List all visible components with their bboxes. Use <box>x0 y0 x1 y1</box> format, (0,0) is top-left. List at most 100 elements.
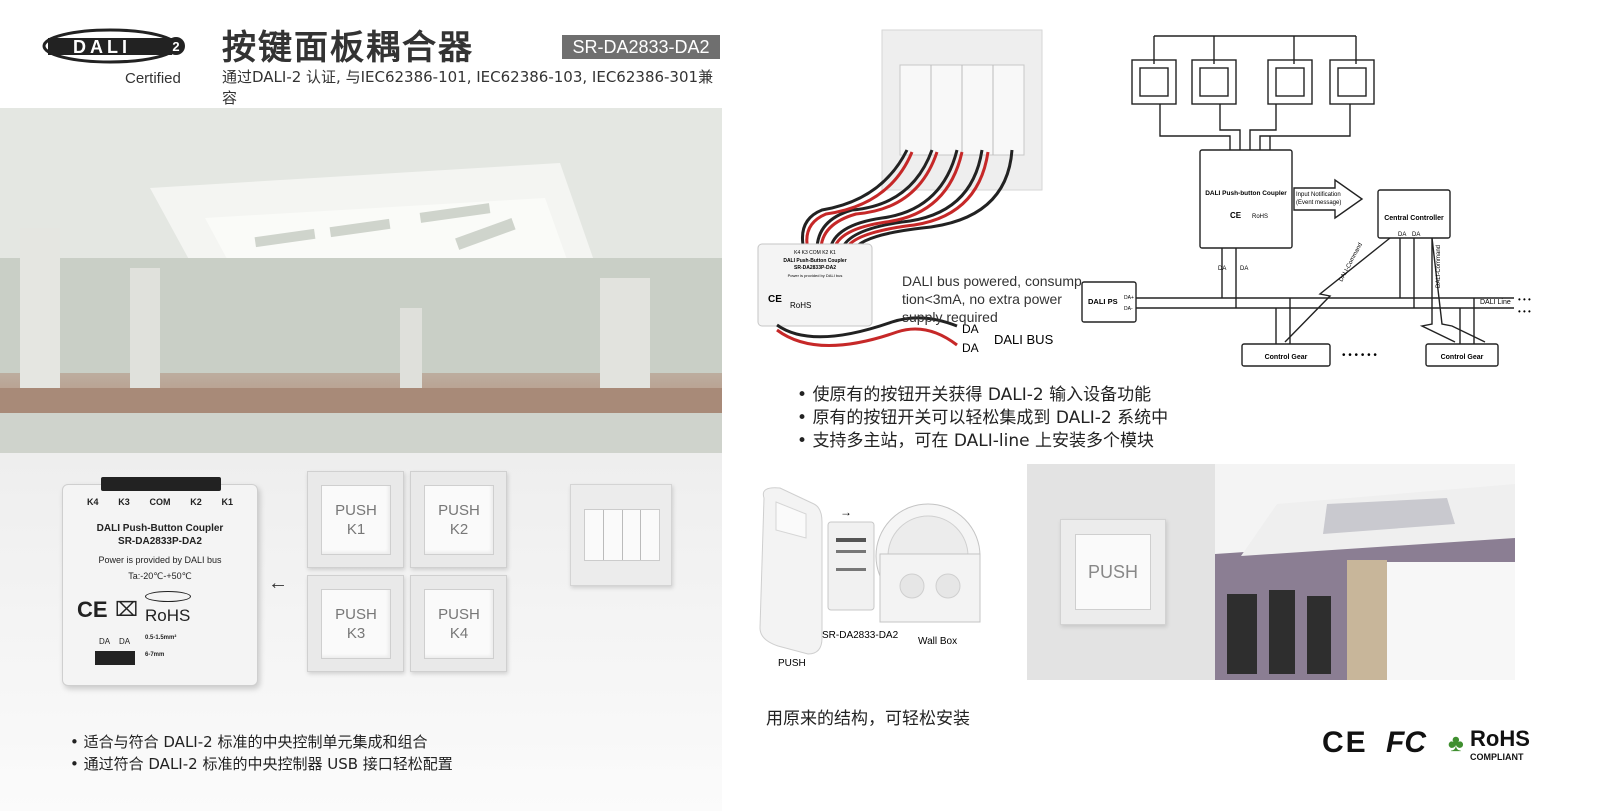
input-notification-line-1: Input Notification <box>1296 192 1341 198</box>
small-ce-mark: CE <box>768 294 782 305</box>
push-key-k4: PUSH K4 <box>410 575 507 672</box>
push-key-label: PUSH <box>335 606 377 623</box>
terminal-com: COM <box>149 497 171 507</box>
bus-note-line: supply required <box>902 309 998 325</box>
push-key-id: K2 <box>449 521 469 538</box>
more-gear-ellipsis: • • • • • • <box>1342 350 1377 361</box>
push-key-id: K3 <box>346 625 366 642</box>
push-key-id: K4 <box>449 625 469 642</box>
coupler-da-1: DA <box>1218 266 1226 272</box>
weee-bin-icon: ⌧ <box>115 599 139 621</box>
ps-da-minus: DA- <box>1124 306 1133 312</box>
right-arrow-icon: → <box>840 505 852 519</box>
rohs-mark: RoHS <box>145 606 191 625</box>
room-push-key: PUSH <box>1075 534 1151 610</box>
da-wire-label-2: DA <box>962 341 979 355</box>
terminal-k3: K3 <box>118 497 130 507</box>
module-power-note: Power is provided by DALI bus <box>98 555 222 565</box>
dali-mini-logo <box>145 591 191 602</box>
install-wall-box-label: Wall Box <box>918 636 957 647</box>
cc-da-1: DA <box>1398 232 1406 238</box>
certified-label: Certified <box>125 70 181 87</box>
push-key-id: K1 <box>346 521 366 538</box>
fc-certification-mark: FC <box>1386 726 1426 759</box>
wire-spec-1: 0.5-1.5mm² <box>145 635 177 641</box>
push-button-coupler-module: K4 K3 COM K2 K1 DALI Push-Button Coupler… <box>62 477 258 686</box>
bus-note-line: tion<3mA, no extra power <box>902 291 1062 307</box>
four-gang-switch-thumbnail <box>570 484 672 586</box>
right-feature-item: • 使原有的按钮开关获得 DALI-2 输入设备功能 <box>797 385 1152 405</box>
right-feature-text: 支持多主站，可在 DALI-line 上安装多个模块 <box>812 431 1154 451</box>
wall-box <box>879 553 981 623</box>
terminal-labels: K4 K3 COM K2 K1 <box>87 497 233 507</box>
da-wire-label-1: DA <box>962 322 979 336</box>
small-coupler-module <box>757 243 873 327</box>
push-key-label: PUSH <box>438 502 480 519</box>
input-notification-line-2: (Event message) <box>1296 200 1341 206</box>
bottom-terminal-block <box>95 651 135 665</box>
rohs-compliant-label: COMPLIANT <box>1470 752 1524 762</box>
push-key-k1: PUSH K1 <box>307 471 404 568</box>
left-page: DALI 2 Certified 按键面板耦合器 SR-DA2833-DA2 通… <box>0 0 722 811</box>
dali-command-label-2: DALI-Command <box>1436 245 1442 288</box>
terminal-k2: K2 <box>190 497 202 507</box>
line-continue-icon: • • • <box>1518 307 1531 316</box>
ce-mark: CE <box>77 597 108 622</box>
rohs-certification-mark: RoHS <box>1470 726 1530 751</box>
push-key-k2: PUSH K2 <box>410 471 507 568</box>
rohs-leaf-icon: ♣ <box>1448 730 1464 757</box>
ce-certification-mark: CE <box>1322 726 1368 759</box>
push-key-label: PUSH <box>438 606 480 623</box>
small-module-terminals: K4 K3 COM K2 K1 <box>794 250 836 256</box>
bus-power-note: DALI bus powered, consump- tion<3mA, no … <box>902 272 1086 326</box>
right-feature-item: • 支持多主站，可在 DALI-line 上安装多个模块 <box>797 431 1154 451</box>
install-push-label: PUSH <box>778 658 806 669</box>
install-caption: 用原来的结构，可轻松安装 <box>766 709 970 729</box>
left-feature-item: • 通过符合 DALI-2 标准的中央控制器 USB 接口轻松配置 <box>70 755 453 773</box>
left-feature-list: • 适合与符合 DALI-2 标准的中央控制单元集成和组合 • 通过符合 DAL… <box>70 731 453 775</box>
central-controller-label: Central Controller <box>1384 215 1444 222</box>
control-gear-label-1: Control Gear <box>1265 354 1308 361</box>
right-feature-list: • 使原有的按钮开关获得 DALI-2 输入设备功能 • 原有的按钮开关可以轻松… <box>797 384 1168 453</box>
small-module-model: SR-DA2833P-DA2 <box>794 265 836 271</box>
module-temperature: Ta:-20℃-+50℃ <box>128 571 192 581</box>
install-model-label: SR-DA2833-DA2 <box>822 630 899 641</box>
dali-line-label: DALI Line <box>1480 299 1511 306</box>
small-rohs-mark: RoHS <box>790 301 811 310</box>
left-feature-text: 通过符合 DALI-2 标准的中央控制器 USB 接口轻松配置 <box>83 755 453 773</box>
bottom-terminal-da-2: DA <box>119 637 131 646</box>
right-feature-text: 原有的按钮开关可以轻松集成到 DALI-2 系统中 <box>812 408 1169 428</box>
push-key-label: PUSH <box>335 502 377 519</box>
coupler-ce-mark: CE <box>1230 211 1242 220</box>
push-key-k3: PUSH K3 <box>307 575 404 672</box>
dali-2-logo: DALI 2 <box>42 28 185 64</box>
switch-rockers <box>584 509 660 561</box>
page-title: 按键面板耦合器 <box>222 28 474 68</box>
ps-da-plus: DA+ <box>1124 295 1134 301</box>
coupler-module-side <box>827 521 875 611</box>
bottom-terminal-da-1: DA <box>99 637 111 646</box>
cc-da-2: DA <box>1412 232 1420 238</box>
module-model: SR-DA2833P-DA2 <box>118 536 202 547</box>
room-photo: PUSH <box>1027 464 1515 680</box>
dali-bus-label: DALI BUS <box>994 332 1054 347</box>
small-module-name: DALI Push-Button Coupler <box>783 258 846 264</box>
module-name: DALI Push-Button Coupler <box>96 523 224 534</box>
control-gear-label-2: Control Gear <box>1441 354 1484 361</box>
svg-text:DALI: DALI <box>73 37 131 57</box>
coupler-da-2: DA <box>1240 266 1248 272</box>
room-push-plate: PUSH <box>1060 519 1166 625</box>
right-feature-text: 使原有的按钮开关获得 DALI-2 输入设备功能 <box>812 385 1152 405</box>
coupler-rohs-mark: RoHS <box>1252 214 1268 220</box>
left-feature-item: • 适合与符合 DALI-2 标准的中央控制单元集成和组合 <box>70 733 428 751</box>
wire-spec-2: 6-7mm <box>145 652 165 658</box>
installation-illustration: → SR-DA2833-DA2 Wall Box PUSH <box>759 487 981 669</box>
model-badge: SR-DA2833-DA2 <box>562 35 720 59</box>
coupler-box-label: DALI Push-button Coupler <box>1205 190 1287 197</box>
office-hall-photo <box>0 108 722 453</box>
svg-text:2: 2 <box>172 39 179 54</box>
terminal-k4: K4 <box>87 497 99 507</box>
terminal-block <box>101 477 221 491</box>
wiring-illustration: K4 K3 COM K2 K1 DALI Push-Button Coupler… <box>757 29 1054 355</box>
bus-note-line: DALI bus powered, consump- <box>902 273 1087 289</box>
